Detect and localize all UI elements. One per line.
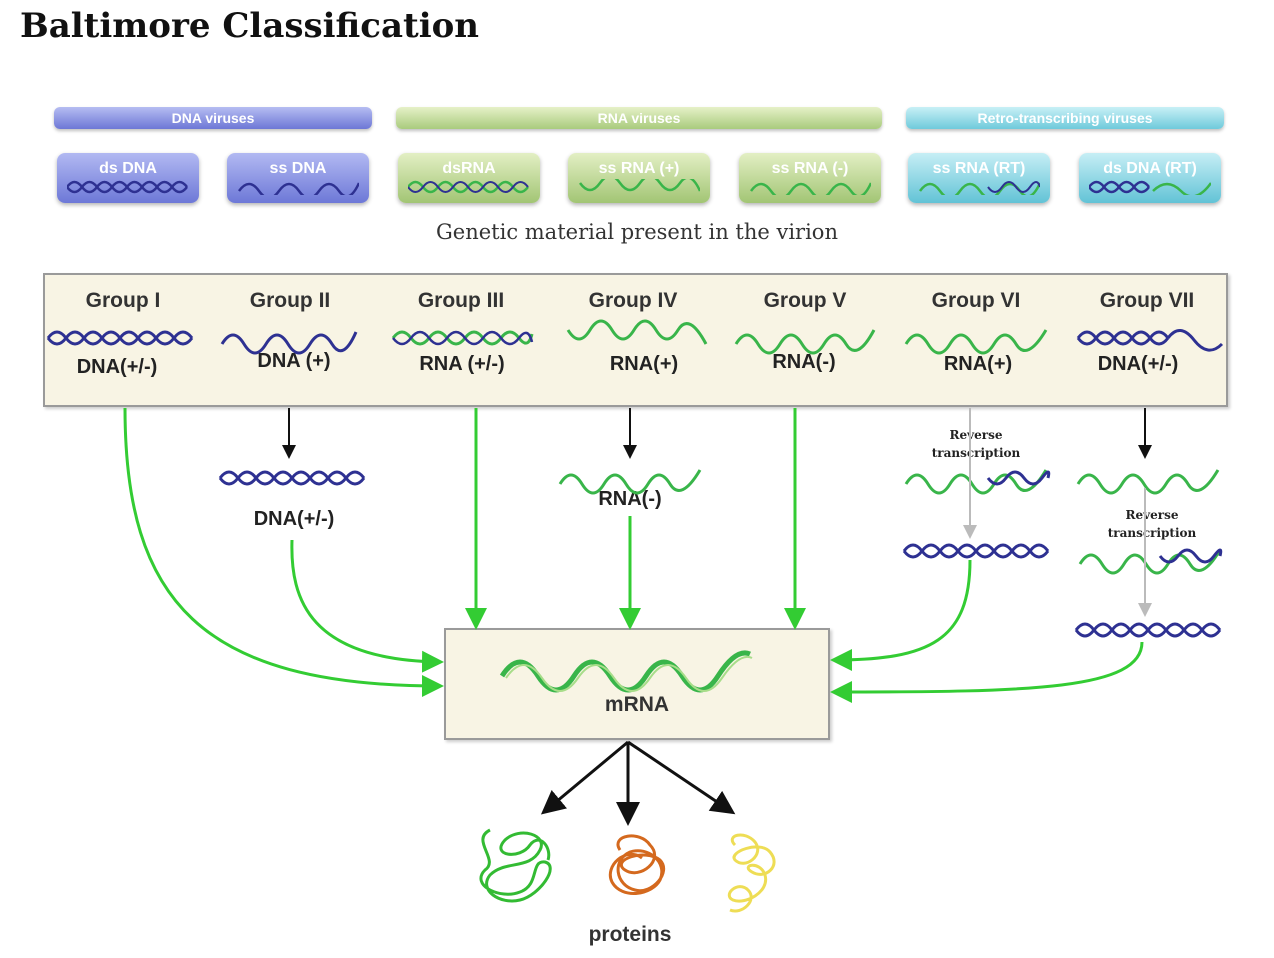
rt-strand-icon xyxy=(1089,180,1211,195)
rt-label-line1: Reverse xyxy=(949,428,1003,442)
ssrna-strand-icon xyxy=(578,179,700,192)
group-4-strand-icon xyxy=(566,319,708,345)
group-7-rna-dna-hybrid-icon xyxy=(1078,548,1223,575)
group-1-strand-icon xyxy=(46,330,194,346)
category-rna-viruses: RNA viruses xyxy=(396,107,882,129)
group-4-title: Group IV xyxy=(588,289,678,312)
group-5-genome: RNA(-) xyxy=(772,351,836,373)
mrna-to-protein-left-arrow xyxy=(540,740,629,815)
dsdna-strand-icon xyxy=(67,180,188,194)
group-6-genome: RNA(+) xyxy=(943,353,1013,375)
group-7-to-mrna-arrow xyxy=(830,641,1144,703)
group-6-rna-dna-hybrid-icon xyxy=(904,469,1051,495)
group-6-title: Group VI xyxy=(931,289,1021,312)
ssrna-strand-icon xyxy=(749,182,871,195)
rt-label-line2: transcription xyxy=(1107,526,1197,540)
material-label: ss DNA xyxy=(269,160,327,177)
category-retro-transcribing-viruses: Retro-transcribing viruses xyxy=(906,107,1224,129)
material-ds-dna: ds DNA xyxy=(57,153,199,203)
group-1-title: Group I xyxy=(85,289,161,312)
category-dna-viruses: DNA viruses xyxy=(54,107,372,129)
mrna-to-protein-right-arrow xyxy=(627,740,736,815)
group-3-title: Group III xyxy=(417,289,505,312)
group-6-strand-icon xyxy=(904,329,1048,355)
page-title: Baltimore Classification xyxy=(20,6,480,46)
proteins-label: proteins xyxy=(588,923,672,946)
group-4-genome: RNA(+) xyxy=(609,353,679,375)
rt-strand-icon xyxy=(918,181,1040,195)
material-ss-dna: ss DNA xyxy=(227,153,369,203)
group-7-dsdna-strand-icon xyxy=(1074,622,1222,638)
group-2-strand-icon xyxy=(220,331,358,355)
material-label: ds DNA xyxy=(99,160,157,177)
group-6-reverse-transcription-label: Reverse transcription xyxy=(906,426,1046,462)
group-2-title: Group II xyxy=(249,289,331,312)
mrna-strand-icon xyxy=(499,650,753,693)
protein-green-icon xyxy=(479,828,552,903)
group-7-reverse-transcription-label: Reverse transcription xyxy=(1082,506,1222,542)
group-2-to-mrna-arrow xyxy=(290,539,444,673)
material-label: ss RNA (+) xyxy=(598,160,680,177)
mrna-label: mRNA xyxy=(604,693,670,716)
material-label: ds DNA (RT) xyxy=(1103,160,1197,177)
group-2-genome: DNA (+) xyxy=(257,350,331,372)
group-5-title: Group V xyxy=(763,289,847,312)
group-6-to-mrna-arrow xyxy=(830,559,972,671)
group-7-rna-strand-icon xyxy=(1076,469,1220,495)
protein-yellow-icon xyxy=(727,833,776,913)
group-4-rna-minus-strand-icon xyxy=(558,469,702,495)
rt-label-line1: Reverse xyxy=(1125,508,1179,522)
group-2-intermediate-label: DNA(+/-) xyxy=(253,508,335,530)
material-label: ss RNA (-) xyxy=(771,160,849,177)
group-1-to-mrna-arrow xyxy=(123,407,444,697)
group-7-genome: DNA(+/-) xyxy=(1097,353,1179,375)
group-7-title: Group VII xyxy=(1099,289,1195,312)
ssdna-strand-icon xyxy=(237,182,359,195)
dsrna-strand-icon xyxy=(408,180,529,194)
protein-orange-icon xyxy=(608,834,666,896)
group-5-strand-icon xyxy=(734,329,876,355)
material-ss-rna-minus: ss RNA (-) xyxy=(739,153,881,203)
material-dsrna: dsRNA xyxy=(398,153,540,203)
material-ss-rna-plus: ss RNA (+) xyxy=(568,153,710,203)
group-3-genome: RNA (+/-) xyxy=(419,353,505,375)
material-label: ss RNA (RT) xyxy=(932,160,1026,177)
group-7-strand-icon xyxy=(1076,329,1224,352)
material-label: dsRNA xyxy=(442,160,496,177)
group-1-genome: DNA(+/-) xyxy=(76,356,158,378)
group-2-dsdna-strand-icon xyxy=(218,470,366,486)
material-ds-dna-rt: ds DNA (RT) xyxy=(1079,153,1221,203)
group-3-strand-icon xyxy=(391,330,534,346)
material-ss-rna-rt: ss RNA (RT) xyxy=(908,153,1050,203)
caption: Genetic material present in the virion xyxy=(436,220,838,244)
rt-label-line2: transcription xyxy=(931,446,1021,460)
group-6-dsdna-strand-icon xyxy=(902,543,1050,559)
group-4-intermediate-label: RNA(-) xyxy=(598,488,662,510)
